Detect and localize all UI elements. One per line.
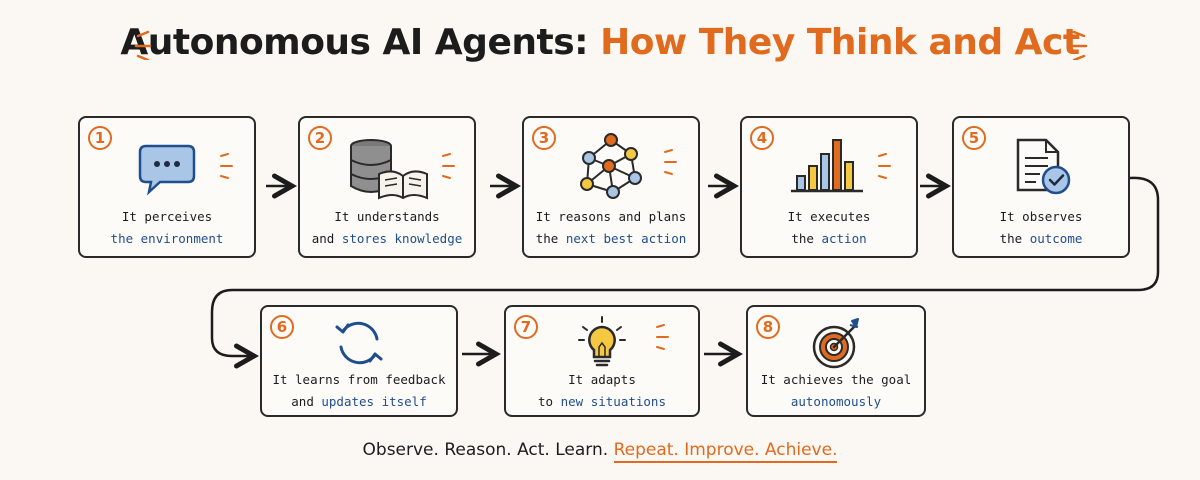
step-line1-6: It learns from feedback (272, 372, 446, 387)
step-line1-8: It achieves the goal (760, 372, 912, 387)
step-line2-highlight-4: action (821, 231, 867, 246)
document-check-icon (1016, 138, 1071, 195)
step-number-2: 2 (308, 126, 332, 150)
step-number-3: 3 (532, 126, 556, 150)
step-line2-prefix-4: the (791, 231, 822, 246)
footer-plain: Observe. Reason. Act. Learn. (362, 440, 609, 460)
step-line1-1: It perceives (121, 209, 213, 224)
step-line2-highlight-8: autonomously (790, 394, 882, 409)
sparkle-left-icon (134, 30, 152, 60)
footer-tagline: Observe. Reason. Act. Learn. Repeat. Imp… (0, 440, 1200, 463)
step-line1-4: It executes (787, 209, 871, 224)
step-card-2: 2 It understands and stores knowledge (298, 116, 476, 258)
step-line1-2: It understands (334, 209, 440, 224)
step-card-7: 7 It adapts to new situations (504, 305, 700, 417)
step-card-4: 4 It executes the action (740, 116, 918, 258)
step-line2-prefix-2: and (311, 231, 342, 246)
motion-lines-icon (664, 149, 677, 175)
step-line2-highlight-7: new situations (560, 394, 666, 409)
motion-lines-icon (442, 153, 455, 179)
footer-accent: Repeat. Improve. Achieve. (613, 440, 838, 463)
step-card-3: 3 It reasons and plans the next best act… (522, 116, 700, 258)
page-title: Autonomous AI Agents: How They Think and… (0, 22, 1200, 63)
step-number-5: 5 (962, 126, 986, 150)
motion-lines-icon (220, 153, 233, 179)
target-arrow-icon (812, 318, 859, 369)
step-number-4: 4 (750, 126, 774, 150)
network-graph-icon (580, 133, 642, 199)
bar-chart-icon (791, 139, 863, 193)
step-line2-highlight-2: stores knowledge (341, 231, 463, 246)
step-caption-2: It understands and stores knowledge (300, 206, 474, 250)
step-line2-prefix-3: the (535, 231, 566, 246)
step-number-6: 6 (270, 315, 294, 339)
motion-lines-icon (878, 153, 891, 179)
step-number-7: 7 (514, 315, 538, 339)
step-line2-prefix-5: the (999, 231, 1030, 246)
step-number-8: 8 (756, 315, 780, 339)
step-line2-highlight-3: next best action (565, 231, 687, 246)
step-caption-3: It reasons and plans the next best actio… (524, 206, 698, 250)
step-caption-4: It executes the action (742, 206, 916, 250)
step-card-6: 6 It learns from feedback and updates it… (260, 305, 458, 417)
lightbulb-icon (578, 316, 626, 367)
step-card-1: 1 It perceives the environment (78, 116, 256, 258)
step-line2-highlight-1: the environment (110, 231, 224, 246)
step-line2-prefix-6: and (291, 394, 322, 409)
step-line2-prefix-7: to (538, 394, 561, 409)
step-caption-7: It adapts to new situations (506, 369, 698, 413)
step-line1-5: It observes (999, 209, 1083, 224)
step-caption-5: It observes the outcome (954, 206, 1128, 250)
speech-bubble-icon (138, 144, 196, 196)
step-line2-highlight-6: updates itself (321, 394, 427, 409)
title-main: Autonomous AI Agents: (120, 22, 589, 63)
motion-lines-icon (656, 324, 669, 350)
database-book-icon (350, 139, 428, 200)
step-line1-3: It reasons and plans (535, 209, 687, 224)
step-card-8: 8 It achieves the goal autonomously (746, 305, 926, 417)
step-card-5: 5 It observes the outcome (952, 116, 1130, 258)
step-caption-8: It achieves the goal autonomously (748, 369, 924, 413)
step-number-1: 1 (88, 126, 112, 150)
refresh-cycle-icon (335, 321, 383, 365)
arrow-5-6 (210, 176, 1160, 356)
step-caption-1: It perceives the environment (80, 206, 254, 250)
step-line2-highlight-5: outcome (1029, 231, 1083, 246)
step-line1-7: It adapts (568, 372, 636, 387)
title-accent: How They Think and Act (600, 22, 1080, 63)
sparkle-right-icon (1070, 30, 1088, 60)
step-caption-6: It learns from feedback and updates itse… (262, 369, 456, 413)
